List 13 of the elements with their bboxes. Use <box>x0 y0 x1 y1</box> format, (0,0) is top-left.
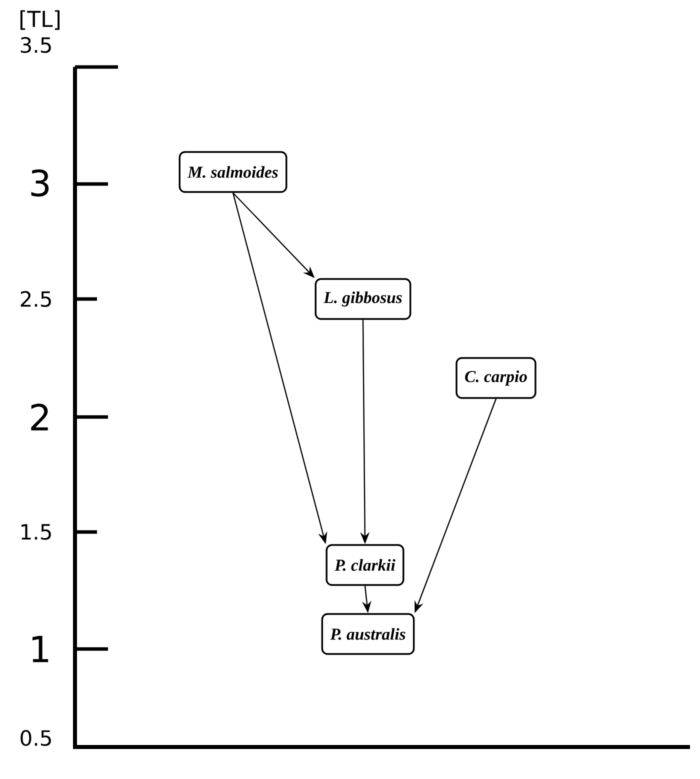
tick-label: 0.5 <box>20 730 51 746</box>
tick-label: 2 <box>31 404 48 430</box>
species-box: L. gibbosus <box>314 278 412 320</box>
tick-label: 2.5 <box>20 291 51 307</box>
axis-title: [TL] <box>20 10 60 30</box>
tick-label: 1 <box>32 636 48 662</box>
species-box: P. australis <box>321 613 415 655</box>
species-box: P. clarkii <box>326 544 404 586</box>
species-box: C. carpio <box>456 357 536 399</box>
tick-label: 3.5 <box>20 37 51 53</box>
tick-label: 3 <box>31 169 49 197</box>
species-box: M. salmoides <box>178 151 288 193</box>
tick-label: 1.5 <box>22 524 51 540</box>
